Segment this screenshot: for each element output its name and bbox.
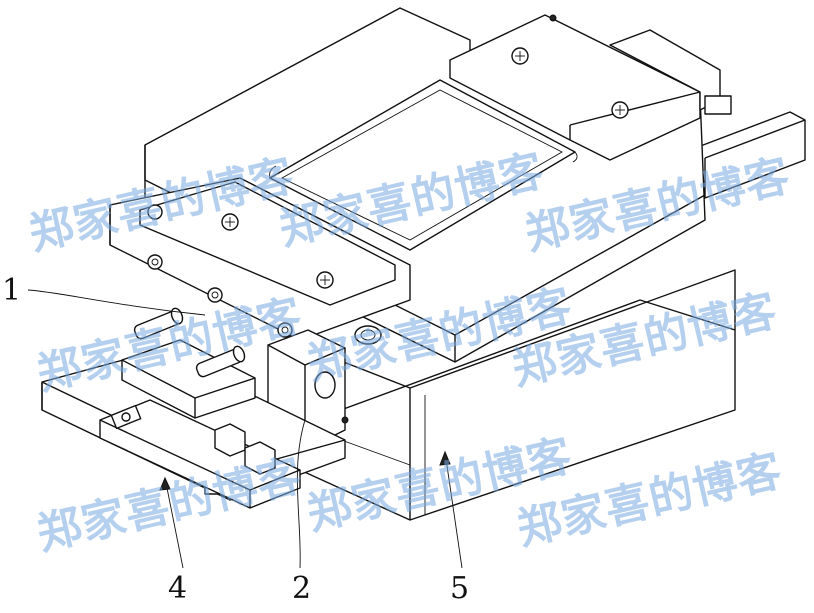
left-clamp-module (109, 177, 411, 341)
guide-rail (99, 399, 301, 509)
callout-label-2: 2 (292, 571, 311, 606)
callout-label-4: 4 (168, 571, 187, 606)
leader-lines (27, 289, 463, 569)
callout-label-5: 5 (450, 571, 469, 606)
plate-hole (354, 325, 382, 345)
slider-block (121, 339, 256, 419)
side-rail (689, 111, 806, 199)
right-clamp-module (449, 14, 732, 161)
rail-fins (214, 423, 276, 475)
pin-lower (195, 345, 246, 378)
callout-label-1: 1 (2, 273, 21, 308)
